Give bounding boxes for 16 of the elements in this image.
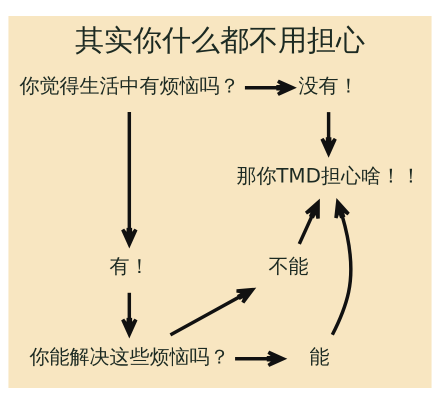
arrow — [320, 112, 337, 156]
node-text: 能 — [309, 345, 330, 368]
arrow — [121, 112, 138, 246]
node-text: 你能解决这些烦恼吗？ — [29, 345, 230, 368]
node-text: 不能 — [268, 255, 309, 278]
node-text: 那你TMD担心啥！！ — [236, 164, 421, 188]
arrow — [330, 200, 352, 336]
node-text: 有！ — [109, 255, 150, 278]
node-text: 你觉得生活中有烦恼吗？ — [19, 74, 240, 98]
arrow — [235, 350, 285, 368]
arrow — [298, 200, 320, 245]
arrow — [121, 292, 138, 336]
arrow — [244, 79, 294, 96]
diagram-title: 其实你什么都不用担心 — [75, 23, 365, 58]
arrow — [170, 288, 254, 336]
node-text: 没有！ — [298, 74, 359, 98]
